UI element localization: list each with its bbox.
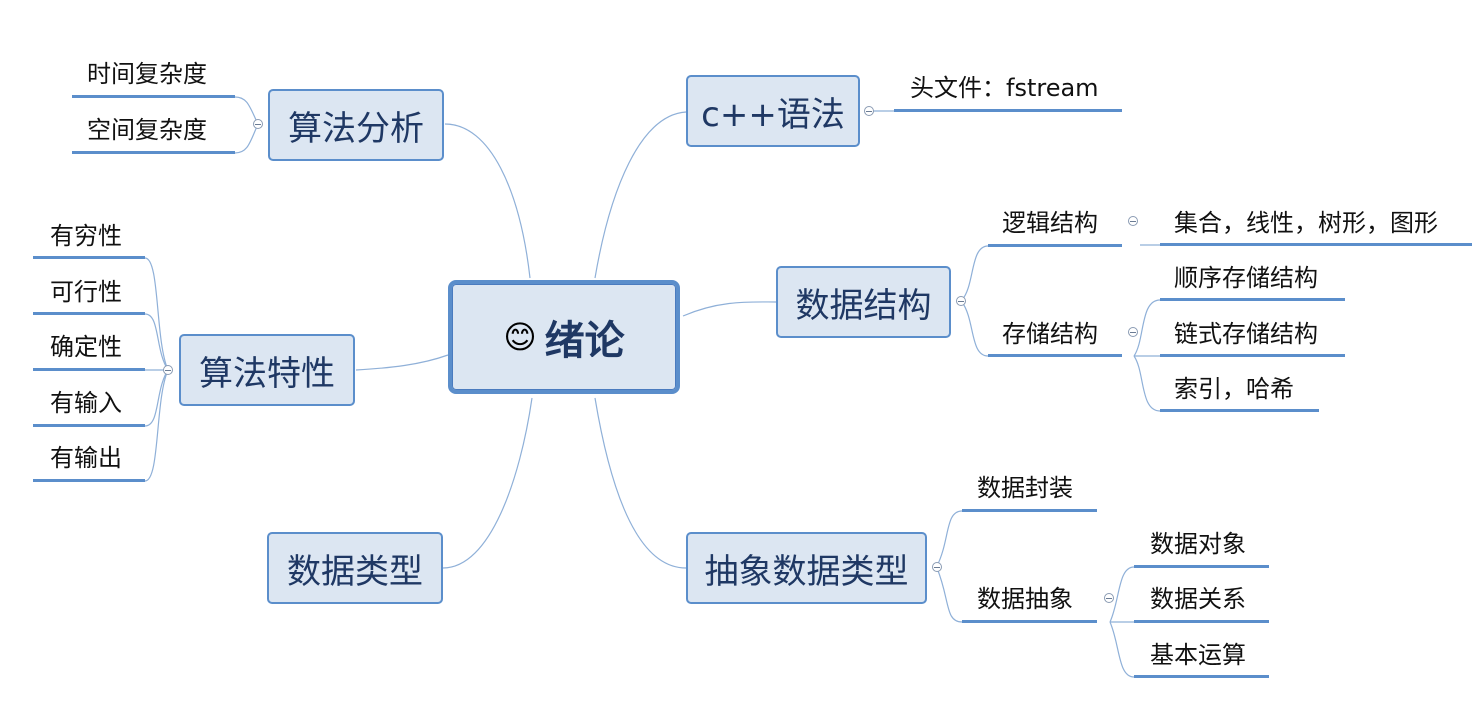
topic-data-types-label: 数据类型	[287, 551, 423, 592]
topic-algorithm-analysis-label: 算法分析	[288, 108, 424, 149]
link-types	[442, 397, 533, 569]
underline	[962, 620, 1097, 623]
collapse-cpp-icon[interactable]	[864, 106, 874, 116]
subtopic-logic-structure[interactable]: 逻辑结构	[1002, 209, 1098, 237]
underline	[33, 368, 145, 371]
topic-adt[interactable]: 抽象数据类型	[686, 532, 927, 604]
topic-data-types[interactable]: 数据类型	[267, 532, 443, 604]
collapse-traits-icon[interactable]	[163, 365, 173, 375]
topic-algorithm-traits[interactable]: 算法特性	[179, 334, 355, 406]
leaf-input[interactable]: 有输入	[50, 389, 122, 417]
link-ds-storage	[961, 301, 989, 357]
subtopic-storage-structure[interactable]: 存储结构	[1002, 320, 1098, 348]
underline	[1134, 565, 1269, 568]
underline	[1134, 675, 1269, 678]
leaf-sequential-storage[interactable]: 顺序存储结构	[1174, 264, 1318, 292]
underline	[988, 354, 1122, 357]
topic-cpp[interactable]: c++语法	[686, 75, 860, 147]
underline	[1160, 409, 1319, 412]
link-traits	[355, 354, 449, 371]
leaf-header-file[interactable]: 头文件：fstream	[910, 74, 1099, 102]
leaf-finiteness[interactable]: 有穷性	[50, 222, 122, 250]
collapse-adt-icon[interactable]	[932, 562, 942, 572]
underline	[988, 244, 1122, 247]
underline	[894, 109, 1122, 112]
leaf-feasibility[interactable]: 可行性	[50, 278, 122, 306]
link-adt	[594, 397, 687, 569]
underline	[962, 509, 1097, 512]
link-abstr-obj	[1109, 566, 1135, 623]
link-traits-5	[144, 369, 169, 482]
link-analysis	[444, 123, 531, 279]
topic-algorithm-traits-label: 算法特性	[199, 353, 335, 394]
collapse-data-structure-icon[interactable]	[956, 296, 966, 306]
topic-adt-label: 抽象数据类型	[704, 551, 909, 592]
link-traits-1	[144, 257, 169, 371]
topic-algorithm-analysis[interactable]: 算法分析	[268, 89, 444, 161]
underline	[33, 256, 145, 259]
link-adt-abstr	[936, 567, 963, 623]
collapse-logic-icon[interactable]	[1128, 216, 1138, 226]
collapse-abstraction-icon[interactable]	[1104, 593, 1114, 603]
subtopic-data-abstraction[interactable]: 数据抽象	[977, 585, 1073, 613]
underline	[33, 312, 145, 315]
underline	[33, 424, 145, 427]
smiley-icon: 😊	[503, 318, 537, 356]
link-traits-4	[144, 369, 169, 427]
leaf-time-complexity[interactable]: 时间复杂度	[87, 60, 207, 88]
collapse-analysis-icon[interactable]	[253, 119, 263, 129]
leaf-basic-operation[interactable]: 基本运算	[1150, 641, 1246, 669]
leaf-output[interactable]: 有输出	[50, 444, 122, 472]
leaf-linked-storage[interactable]: 链式存储结构	[1174, 320, 1318, 348]
center-topic-label: 绪论	[544, 318, 625, 364]
link-ds-logic	[961, 245, 989, 301]
leaf-space-complexity[interactable]: 空间复杂度	[87, 116, 207, 144]
topic-data-structure-label: 数据结构	[795, 285, 932, 326]
link-ds	[682, 301, 777, 317]
leaf-data-relation[interactable]: 数据关系	[1150, 585, 1246, 613]
center-topic[interactable]: 😊 绪论	[448, 280, 680, 394]
underline	[33, 479, 145, 482]
topic-cpp-label: c++语法	[701, 94, 845, 135]
link-traits-2	[144, 313, 169, 371]
underline	[1160, 243, 1472, 246]
leaf-data-object[interactable]: 数据对象	[1150, 530, 1246, 558]
topic-data-structure[interactable]: 数据结构	[776, 266, 951, 338]
link-cpp	[594, 111, 687, 279]
underline	[1160, 298, 1345, 301]
underline	[72, 151, 235, 154]
underline	[72, 95, 235, 98]
link-storage-seq	[1133, 299, 1161, 357]
link-abstr-ops	[1109, 621, 1135, 678]
underline	[1160, 354, 1345, 357]
subtopic-data-encapsulation[interactable]: 数据封装	[977, 474, 1073, 502]
link-adt-encap	[936, 510, 963, 567]
link-storage-index	[1133, 355, 1161, 412]
leaf-index-hash[interactable]: 索引，哈希	[1174, 375, 1294, 403]
leaf-logic-types[interactable]: 集合，线性，树形，图形	[1174, 209, 1438, 237]
leaf-determinism[interactable]: 确定性	[50, 333, 122, 361]
underline	[1134, 620, 1269, 623]
collapse-storage-icon[interactable]	[1128, 327, 1138, 337]
